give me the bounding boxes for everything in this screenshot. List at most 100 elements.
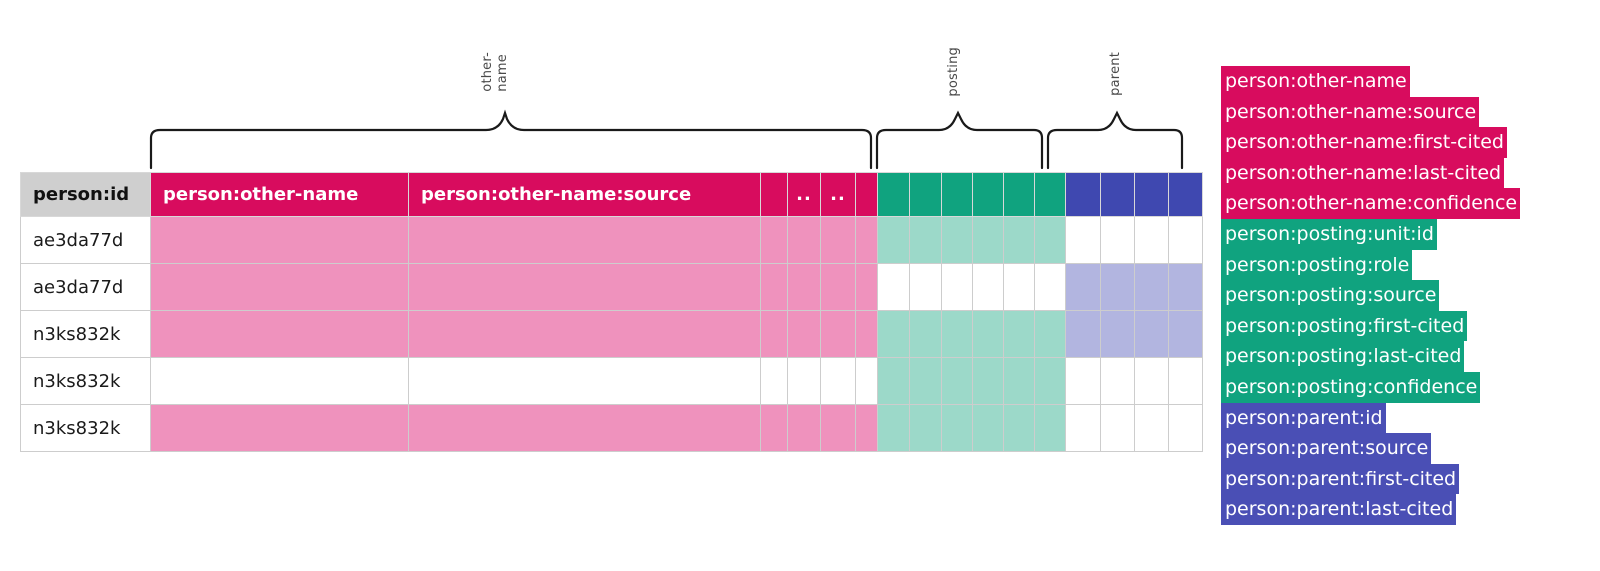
- column-header-parent-2[interactable]: [1100, 172, 1135, 217]
- cell-other-name-4: [787, 404, 821, 452]
- cell-parent-4: [1168, 404, 1203, 452]
- cell-other-name-5: [820, 216, 856, 264]
- ellipsis-glyph: ..: [796, 184, 812, 205]
- cell-parent-1: [1065, 357, 1101, 405]
- legend-item: person:posting:unit:id: [1221, 218, 1437, 250]
- cell-posting-5: [1003, 404, 1035, 452]
- cell-other-name-5: [820, 404, 856, 452]
- column-header-posting-2[interactable]: [909, 172, 942, 217]
- cell-other-name-3: [760, 404, 788, 452]
- cell-parent-4: [1168, 310, 1203, 358]
- cell-posting-4: [972, 310, 1004, 358]
- cell-other-name-3: [760, 216, 788, 264]
- column-header-parent-1[interactable]: [1065, 172, 1101, 217]
- cell-person-id: ae3da77d: [20, 263, 151, 311]
- cell-posting-3: [941, 216, 973, 264]
- cell-other-name-2: [408, 263, 761, 311]
- legend-item: person:posting:first-cited: [1221, 310, 1468, 342]
- cell-posting-1: [877, 357, 910, 405]
- cell-person-id: n3ks832k: [20, 357, 151, 405]
- ellipsis-glyph: ..: [830, 184, 846, 205]
- legend-item: person:posting:source: [1221, 280, 1440, 311]
- legend-item: person:parent:source: [1221, 433, 1432, 464]
- cell-other-name-3: [760, 263, 788, 311]
- column-header-posting-3[interactable]: [941, 172, 973, 217]
- cell-parent-1: [1065, 263, 1101, 311]
- cell-posting-5: [1003, 357, 1035, 405]
- cell-posting-5: [1003, 310, 1035, 358]
- group-braces: [149, 109, 1184, 170]
- column-header-posting-6[interactable]: [1034, 172, 1066, 217]
- cell-posting-4: [972, 263, 1004, 311]
- group-label-posting: posting: [946, 47, 961, 97]
- column-header-person-id[interactable]: person:id: [20, 172, 151, 217]
- cell-other-name-2: [408, 310, 761, 358]
- legend-item: person:other-name:source: [1221, 96, 1480, 128]
- cell-other-name-6: [855, 263, 878, 311]
- cell-parent-2: [1100, 216, 1135, 264]
- cell-parent-2: [1100, 404, 1135, 452]
- cell-other-name-1: [150, 404, 409, 452]
- table-row[interactable]: n3ks832k: [20, 310, 1203, 358]
- legend-item: person:parent:last-cited: [1221, 494, 1457, 525]
- cell-posting-2: [909, 357, 942, 405]
- cell-posting-1: [877, 404, 910, 452]
- legend-item: person:other-name:last-cited: [1221, 157, 1505, 189]
- column-header-pink-spacer-1[interactable]: [760, 172, 788, 217]
- cell-other-name-1: [150, 310, 409, 358]
- cell-parent-3: [1134, 263, 1169, 311]
- cell-parent-3: [1134, 404, 1169, 452]
- column-header-posting-4[interactable]: [972, 172, 1004, 217]
- cell-posting-2: [909, 263, 942, 311]
- cell-other-name-2: [408, 357, 761, 405]
- legend-item: person:posting:role: [1221, 249, 1413, 281]
- cell-other-name-6: [855, 404, 878, 452]
- column-header-ellipsis-2[interactable]: ..: [820, 172, 856, 217]
- cell-posting-1: [877, 310, 910, 358]
- table-row[interactable]: ae3da77d: [20, 263, 1203, 311]
- cell-other-name-2: [408, 216, 761, 264]
- cell-posting-6: [1034, 357, 1066, 405]
- cell-person-id: n3ks832k: [20, 310, 151, 358]
- table-row[interactable]: ae3da77d: [20, 216, 1203, 264]
- table-row[interactable]: n3ks832k: [20, 357, 1203, 405]
- cell-person-id: n3ks832k: [20, 404, 151, 452]
- legend-item: person:posting:last-cited: [1221, 341, 1465, 372]
- group-label-other-name: other- name: [480, 52, 510, 92]
- column-header-ellipsis-1[interactable]: ..: [787, 172, 821, 217]
- cell-posting-6: [1034, 404, 1066, 452]
- legend-item: person:other-name:confidence: [1221, 188, 1521, 219]
- cell-posting-2: [909, 216, 942, 264]
- column-header-parent-3[interactable]: [1134, 172, 1169, 217]
- cell-other-name-1: [150, 263, 409, 311]
- cell-person-id: ae3da77d: [20, 216, 151, 264]
- legend-item: person:posting:confidence: [1221, 371, 1481, 403]
- column-header-posting-5[interactable]: [1003, 172, 1035, 217]
- cell-parent-4: [1168, 263, 1203, 311]
- column-header-person-other-name[interactable]: person:other-name: [150, 172, 409, 217]
- legend-item: person:parent:id: [1221, 402, 1386, 434]
- cell-parent-3: [1134, 310, 1169, 358]
- column-header-person-other-name-source[interactable]: person:other-name:source: [408, 172, 761, 217]
- cell-posting-4: [972, 357, 1004, 405]
- cell-posting-4: [972, 216, 1004, 264]
- brace-posting: [875, 110, 1044, 170]
- cell-parent-3: [1134, 357, 1169, 405]
- cell-other-name-4: [787, 310, 821, 358]
- table-row[interactable]: n3ks832k: [20, 404, 1203, 452]
- cell-other-name-1: [150, 357, 409, 405]
- legend-item: person:other-name: [1221, 66, 1410, 97]
- cell-other-name-3: [760, 310, 788, 358]
- cell-parent-1: [1065, 404, 1101, 452]
- cell-posting-2: [909, 310, 942, 358]
- column-header-parent-4[interactable]: [1168, 172, 1203, 217]
- cell-posting-3: [941, 404, 973, 452]
- column-header-posting-1[interactable]: [877, 172, 910, 217]
- cell-parent-3: [1134, 216, 1169, 264]
- column-header-pink-spacer-2[interactable]: [855, 172, 878, 217]
- cell-posting-1: [877, 263, 910, 311]
- cell-other-name-4: [787, 263, 821, 311]
- cell-posting-2: [909, 404, 942, 452]
